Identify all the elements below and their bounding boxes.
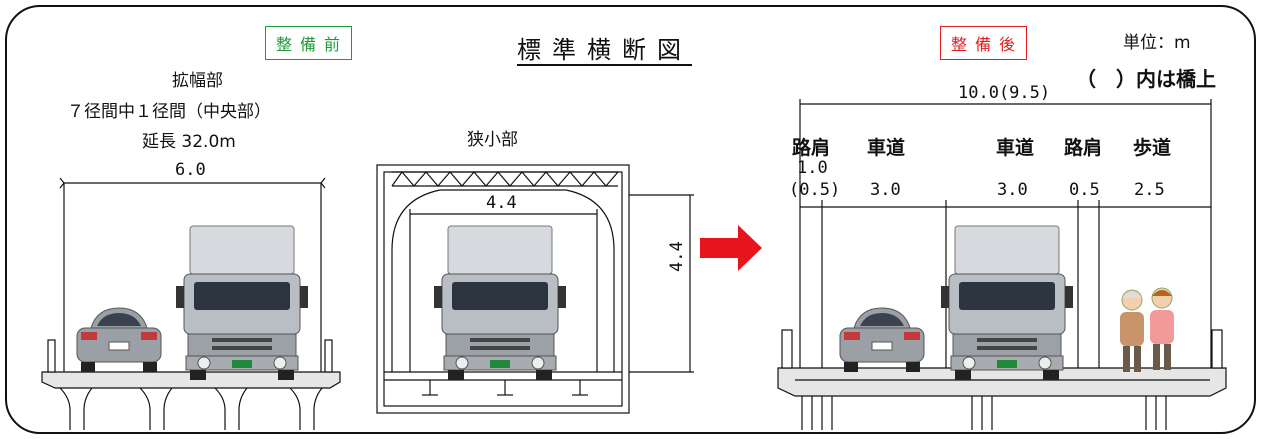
narrow-section (376, 164, 694, 414)
bridge-note: （ ）内は橋上 (1076, 67, 1216, 91)
widen-label-1: 拡幅部 (172, 71, 223, 91)
col-dim-lane-2: 3.0 (997, 180, 1028, 200)
widen-label-2: ７径間中１径間（中央部） (67, 102, 271, 122)
col-dim-shoulder-left: (0.5) (789, 180, 841, 200)
page-title: 標準横断図 (517, 36, 692, 64)
transition-arrow (700, 225, 762, 271)
col-dim-sidewalk: 2.5 (1134, 180, 1165, 200)
truck-narrow (434, 225, 566, 380)
truck-after (941, 225, 1073, 380)
unit-label: 単位：m (1123, 33, 1191, 53)
col-name-sidewalk: 歩道 (1133, 137, 1172, 159)
col-name-lane-2: 車道 (996, 137, 1035, 159)
col-dim-lane-1: 3.0 (870, 180, 901, 200)
after-section (777, 99, 1227, 430)
col-dim-shoulder-left-top: 1.0 (797, 158, 828, 178)
before-badge: 整備前 (265, 26, 353, 60)
truck-widened (176, 225, 308, 380)
narrow-width-dim: 4.4 (486, 193, 517, 213)
col-name-lane-1: 車道 (867, 137, 906, 159)
total-width-dim: 10.0(9.5) (958, 83, 1051, 103)
col-dim-shoulder-right: 0.5 (1069, 180, 1100, 200)
outer-frame (5, 5, 1256, 434)
widen-width-dim: 6.0 (175, 160, 206, 180)
after-badge: 整備後 (940, 26, 1028, 60)
car-widened (76, 307, 162, 372)
pedestrian-caregiver (1150, 287, 1174, 370)
car-after (839, 307, 925, 372)
col-name-shoulder-left: 路肩 (792, 137, 831, 159)
narrow-height-dim: 4.4 (667, 241, 687, 272)
widen-label-3: 延長 32.0m (142, 132, 236, 152)
pedestrian-elder (1120, 289, 1144, 372)
narrow-label: 狭小部 (467, 130, 518, 150)
col-name-shoulder-right: 路肩 (1064, 137, 1103, 159)
